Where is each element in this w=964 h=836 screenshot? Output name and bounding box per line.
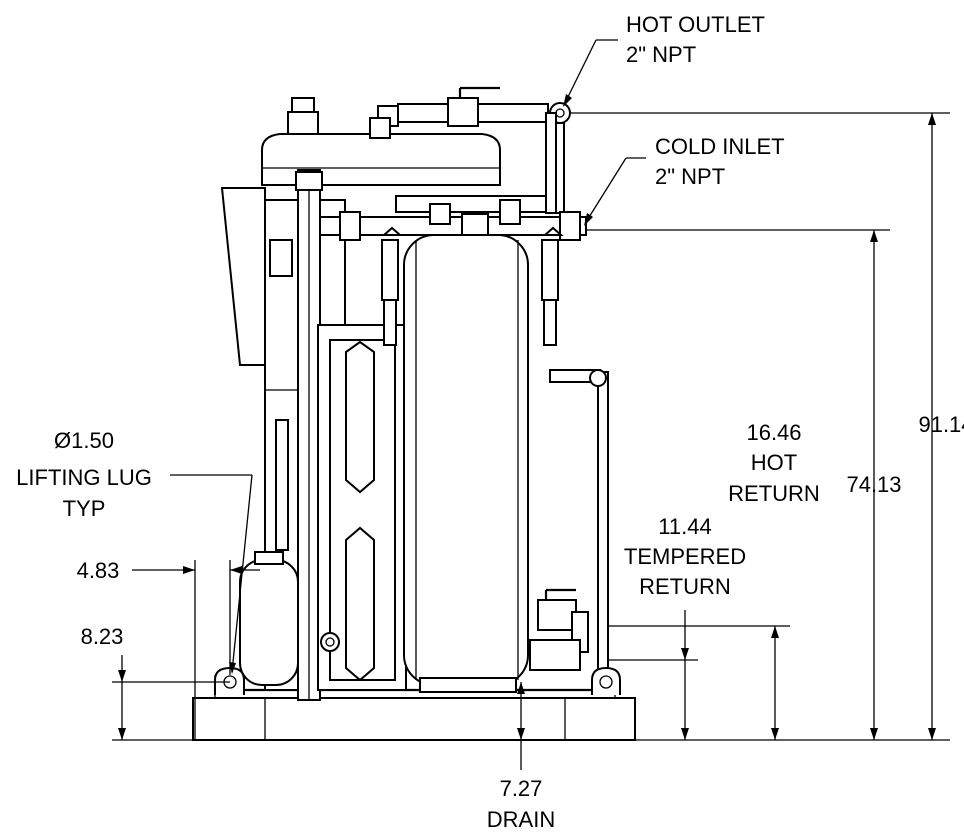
hot-return-label-line2: RETURN	[728, 481, 820, 506]
drain-value: 7.27	[500, 776, 543, 801]
cold-inlet-manifold	[305, 195, 587, 241]
control-panel	[220, 187, 266, 366]
tempered-return-label-line1: TEMPERED	[624, 544, 746, 569]
cold-inlet-size: 2" NPT	[655, 164, 725, 189]
tempered-return-label-line2: RETURN	[639, 574, 731, 599]
cold-inlet-height-value: 74.13	[846, 472, 901, 497]
lug-offset-value: 4.83	[77, 558, 120, 583]
lifting-lug-diameter: Ø1.50	[54, 428, 114, 453]
expansion-tank	[239, 559, 299, 686]
cold-inlet-label: COLD INLET	[655, 134, 785, 159]
hot-outlet-label: HOT OUTLET	[626, 12, 765, 37]
lug-height-value: 8.23	[81, 624, 124, 649]
hot-return-label-line1: HOT	[751, 450, 797, 475]
water-heater-assembly	[192, 86, 636, 741]
overall-height-value: 91.14	[918, 412, 964, 437]
dimension-lines	[112, 39, 950, 770]
lifting-lug-typ: TYP	[63, 496, 106, 521]
hot-outlet-piping	[369, 86, 571, 214]
annotations: HOT OUTLET 2" NPT COLD INLET 2" NPT 91.1…	[16, 12, 964, 832]
storage-tank	[403, 234, 529, 686]
skid-base	[192, 697, 636, 741]
lifting-lug-right	[591, 666, 621, 695]
hot-outlet-size: 2" NPT	[626, 42, 696, 67]
return-piping	[529, 369, 609, 673]
drain-label: DRAIN	[487, 807, 555, 832]
hot-return-value: 16.46	[746, 420, 801, 445]
tempered-return-value: 11.44	[658, 514, 711, 539]
lifting-lug-label: LIFTING LUG	[16, 465, 152, 490]
